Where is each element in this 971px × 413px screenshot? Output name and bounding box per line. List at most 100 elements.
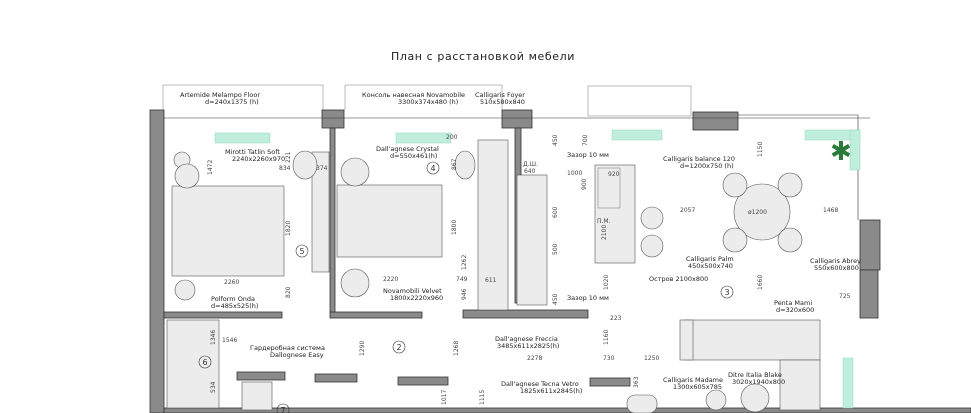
dimension-labels: 1472 834 374 221 2260 820 1820 2220 749 … xyxy=(207,134,851,405)
label-penta: Penta Mami xyxy=(774,299,812,307)
plan-text: 1290 xyxy=(359,341,366,356)
plan-text: 550x600x800 xyxy=(814,264,859,272)
plan-text: 900 xyxy=(581,178,588,190)
plan-text: 1262 xyxy=(461,255,468,270)
label-blake: Ditre Italia Blake xyxy=(728,371,782,379)
walls xyxy=(149,109,971,413)
plan-text: 640 xyxy=(524,168,536,175)
plan-text: 834 xyxy=(279,165,291,172)
plan-text: 534 xyxy=(210,381,217,393)
plan-text: 2240x2260x970 xyxy=(232,155,285,163)
plan-text: 1017 xyxy=(441,390,448,405)
plan-text: 450x500x740 xyxy=(688,262,733,270)
plan-text: 3 xyxy=(724,288,729,297)
room-numbers: 2 3 4 5 6 7 xyxy=(198,161,734,413)
plan-text: 2220 xyxy=(383,276,398,283)
plan-text: 2260 xyxy=(224,279,239,286)
plan-text: 6 xyxy=(202,358,207,367)
plan-text: 611 xyxy=(485,277,497,284)
plan-text: 2100 xyxy=(601,225,608,240)
sofa-blake xyxy=(684,319,821,361)
plan-text: 1250 xyxy=(644,355,659,362)
plan-title: План с расстановкой мебели xyxy=(391,50,575,63)
plan-text: d=550x461(h) xyxy=(390,152,437,160)
plan-text: 1346 xyxy=(210,330,217,345)
plan-text: 510x580x840 xyxy=(480,98,525,106)
plan-text: 2 xyxy=(396,343,401,352)
plan-text: 5 xyxy=(299,247,304,256)
label-island: Остров 2100x800 xyxy=(649,275,708,283)
plan-text: 1020 xyxy=(603,275,610,290)
label-console: Консоль навесная Novamobile xyxy=(362,91,465,99)
kitchen-counter xyxy=(516,174,548,306)
plan-text: 7 xyxy=(280,406,285,413)
plan-text: 200 xyxy=(446,134,458,141)
plan-text: 1160 xyxy=(603,330,610,345)
plan-text: 1825x611x2845(h) xyxy=(520,387,582,395)
plan-text: 1115 xyxy=(479,390,486,405)
bed-velvet xyxy=(336,184,443,258)
plant-icon: ✱ xyxy=(830,137,852,167)
plan-text: 2057 xyxy=(680,207,695,214)
plan-text: 2278 xyxy=(527,355,542,362)
plan-text: ø1200 xyxy=(748,209,767,216)
label-gap-2: Зазор 10 мм xyxy=(567,294,609,302)
console xyxy=(311,151,330,273)
label-madame: Calligaris Madame xyxy=(663,376,723,384)
plan-text: d=485x525(h) xyxy=(211,302,258,310)
plan-text: d=1200x750 (h) xyxy=(680,162,734,170)
plan-text: d=240x1375 (h) xyxy=(205,98,259,106)
plan-text: 1660 xyxy=(757,275,764,290)
label-velvet: Novamobili Velvet xyxy=(383,287,442,295)
label-gap-1: Зазор 10 мм xyxy=(567,151,609,159)
plan-text: 223 xyxy=(610,315,622,322)
plan-text: Dallognese Easy xyxy=(270,351,324,359)
plan-text: 3020x1940x800 xyxy=(732,378,785,386)
plan-text: 730 xyxy=(603,355,615,362)
plan-text: 1800x2220x960 xyxy=(390,294,443,302)
label-balance: Calligaris balance 120 xyxy=(663,155,735,163)
plan-text: 1150 xyxy=(757,142,764,157)
plan-text: 450 xyxy=(552,134,559,146)
plan-text: 946 xyxy=(461,288,468,300)
side-table-polform xyxy=(174,279,196,301)
plan-text: П.М. xyxy=(597,218,611,225)
plan-text: 1000 xyxy=(567,170,582,177)
plan-text: 749 xyxy=(456,276,468,283)
label-palm: Calligaris Palm xyxy=(686,255,734,263)
plan-text: 820 xyxy=(285,286,292,298)
plan-text: 450 xyxy=(552,293,559,305)
plan-text: 920 xyxy=(608,171,620,178)
plan-text: 1472 xyxy=(207,160,214,175)
bed-mirotti xyxy=(171,185,285,277)
label-polform: Polform Onda xyxy=(211,295,255,303)
furniture: ✱ xyxy=(166,137,852,413)
label-abrey: Calligaris Abrey xyxy=(810,257,861,265)
plan-text: 221 xyxy=(285,151,292,163)
plan-text: 4 xyxy=(430,164,435,173)
plan-text: 1546 xyxy=(222,337,237,344)
plan-text: 1820 xyxy=(285,221,292,236)
wardrobe-freccia xyxy=(477,139,509,311)
plan-text: 500 xyxy=(552,243,559,255)
dining-table xyxy=(733,183,791,241)
plan-text: 3485x611x2825(h) xyxy=(497,342,559,350)
plan-text: 700 xyxy=(582,134,589,146)
callout-frames xyxy=(162,84,692,128)
label-tecna: Dall'agnese Tecna Vetro xyxy=(501,380,579,388)
radiators xyxy=(214,129,861,409)
label-wardrobe: Гардеробная система xyxy=(250,344,325,352)
kitchen-island xyxy=(594,164,636,264)
wardrobe-easy xyxy=(166,319,220,409)
plan-text: 363 xyxy=(633,376,640,388)
plan-text: 867 xyxy=(451,158,458,170)
plan-text: 3300x374x480 (h) xyxy=(398,98,458,106)
furniture-labels: Artemide Melampo Floor d=240x1375 (h) Ко… xyxy=(180,91,861,395)
label-mirotti: Mirotti Tatlin Soft xyxy=(225,148,280,156)
label-freccia: Dall'agnese Freccia xyxy=(495,335,558,343)
label-crystal: Dall'agnese Crystal xyxy=(376,145,439,153)
plan-text: d=320x600 xyxy=(776,306,814,314)
plan-text: 600 xyxy=(552,206,559,218)
plan-text: 725 xyxy=(839,293,851,300)
